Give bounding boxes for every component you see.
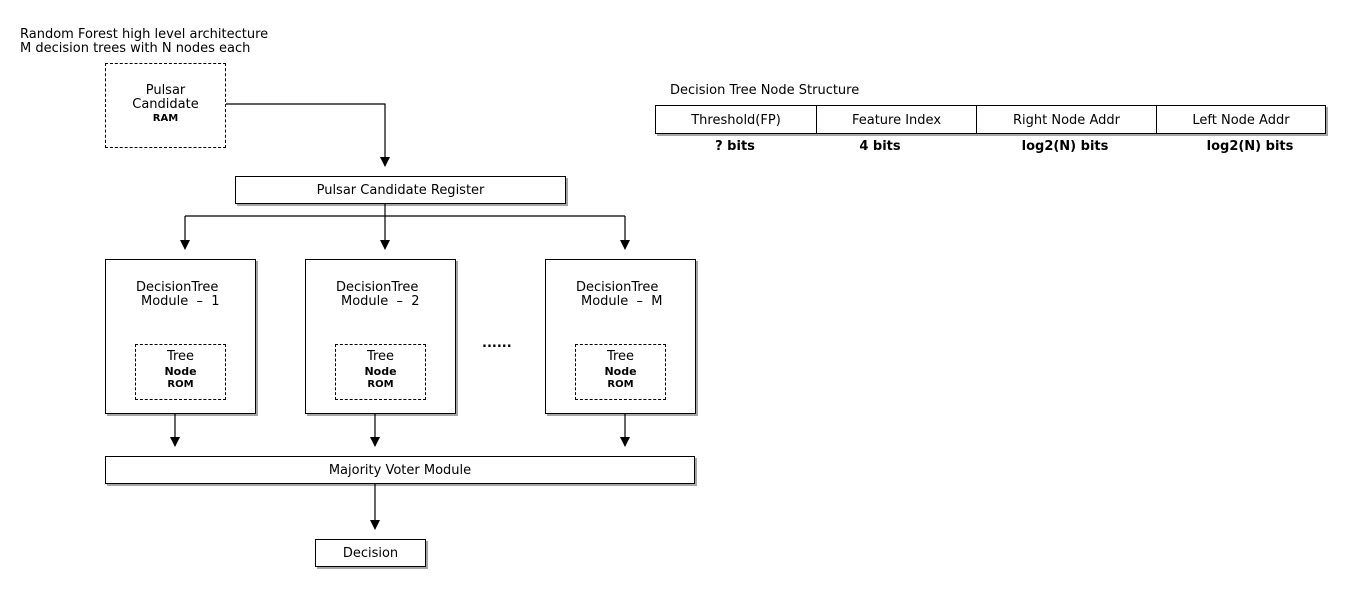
rom-2-line2: Node [364, 365, 397, 378]
bits-right-node-addr: log2(N) bits [1021, 139, 1109, 154]
tree-module-2-title: DecisionTree [336, 280, 419, 295]
decision-tree-module-1: DecisionTree Module – 1 Tree Node ROM [105, 259, 256, 414]
ram-label-line1: Pulsar [145, 83, 186, 98]
ram-label-line3: RAM [152, 113, 179, 124]
decision-tree-module-m: DecisionTree Module – M Tree Node ROM [545, 259, 696, 414]
tree-node-rom-1: Tree Node ROM [135, 344, 226, 400]
ram-to-register-arrow [226, 103, 390, 167]
field-right-node-addr: Right Node Addr [976, 106, 1156, 134]
ram-label-line2: Candidate [132, 97, 199, 112]
pulsar-candidate-ram: Pulsar Candidate RAM [105, 63, 226, 148]
node-structure-title: Decision Tree Node Structure [670, 83, 860, 98]
field-left-node-addr: Left Node Addr [1156, 106, 1325, 134]
field-threshold: Threshold(FP) [691, 112, 781, 128]
field-feature-index: Feature Index [816, 106, 976, 134]
rom-1-line3: ROM [167, 379, 194, 390]
decision-box: Decision [315, 539, 426, 567]
bits-feature-index: 4 bits [859, 139, 901, 154]
majority-voter-module: Majority Voter Module [105, 456, 695, 484]
ellipsis: ...... [482, 336, 512, 351]
rom-2-line1: Tree [366, 349, 395, 364]
tree-module-m-title: DecisionTree [576, 280, 659, 295]
pulsar-candidate-register: Pulsar Candidate Register [235, 176, 566, 204]
tree-node-rom-m: Tree Node ROM [575, 344, 666, 400]
node-structure-table: Threshold(FP) Feature Index Right Node A… [655, 105, 1326, 134]
tree-node-rom-2: Tree Node ROM [335, 344, 426, 400]
bits-left-node-addr: log2(N) bits [1206, 139, 1294, 154]
rom-1-line2: Node [164, 365, 197, 378]
rom-m-line1: Tree [606, 349, 635, 364]
tree-module-2-subtitle: Module – 2 [341, 294, 420, 309]
rom-2-line3: ROM [367, 379, 394, 390]
rom-m-line3: ROM [607, 379, 634, 390]
decision-tree-module-2: DecisionTree Module – 2 Tree Node ROM [305, 259, 456, 414]
tree-module-m-subtitle: Module – M [581, 294, 663, 309]
rom-m-line2: Node [604, 365, 637, 378]
tree-module-1-subtitle: Module – 1 [141, 294, 220, 309]
diagram-title-line1: Random Forest high level architecture [20, 27, 269, 42]
rom-1-line1: Tree [166, 349, 195, 364]
diagram-title-line2: M decision trees with N nodes each [20, 41, 251, 56]
bits-threshold: ? bits [715, 139, 755, 154]
tree-module-1-title: DecisionTree [136, 280, 219, 295]
